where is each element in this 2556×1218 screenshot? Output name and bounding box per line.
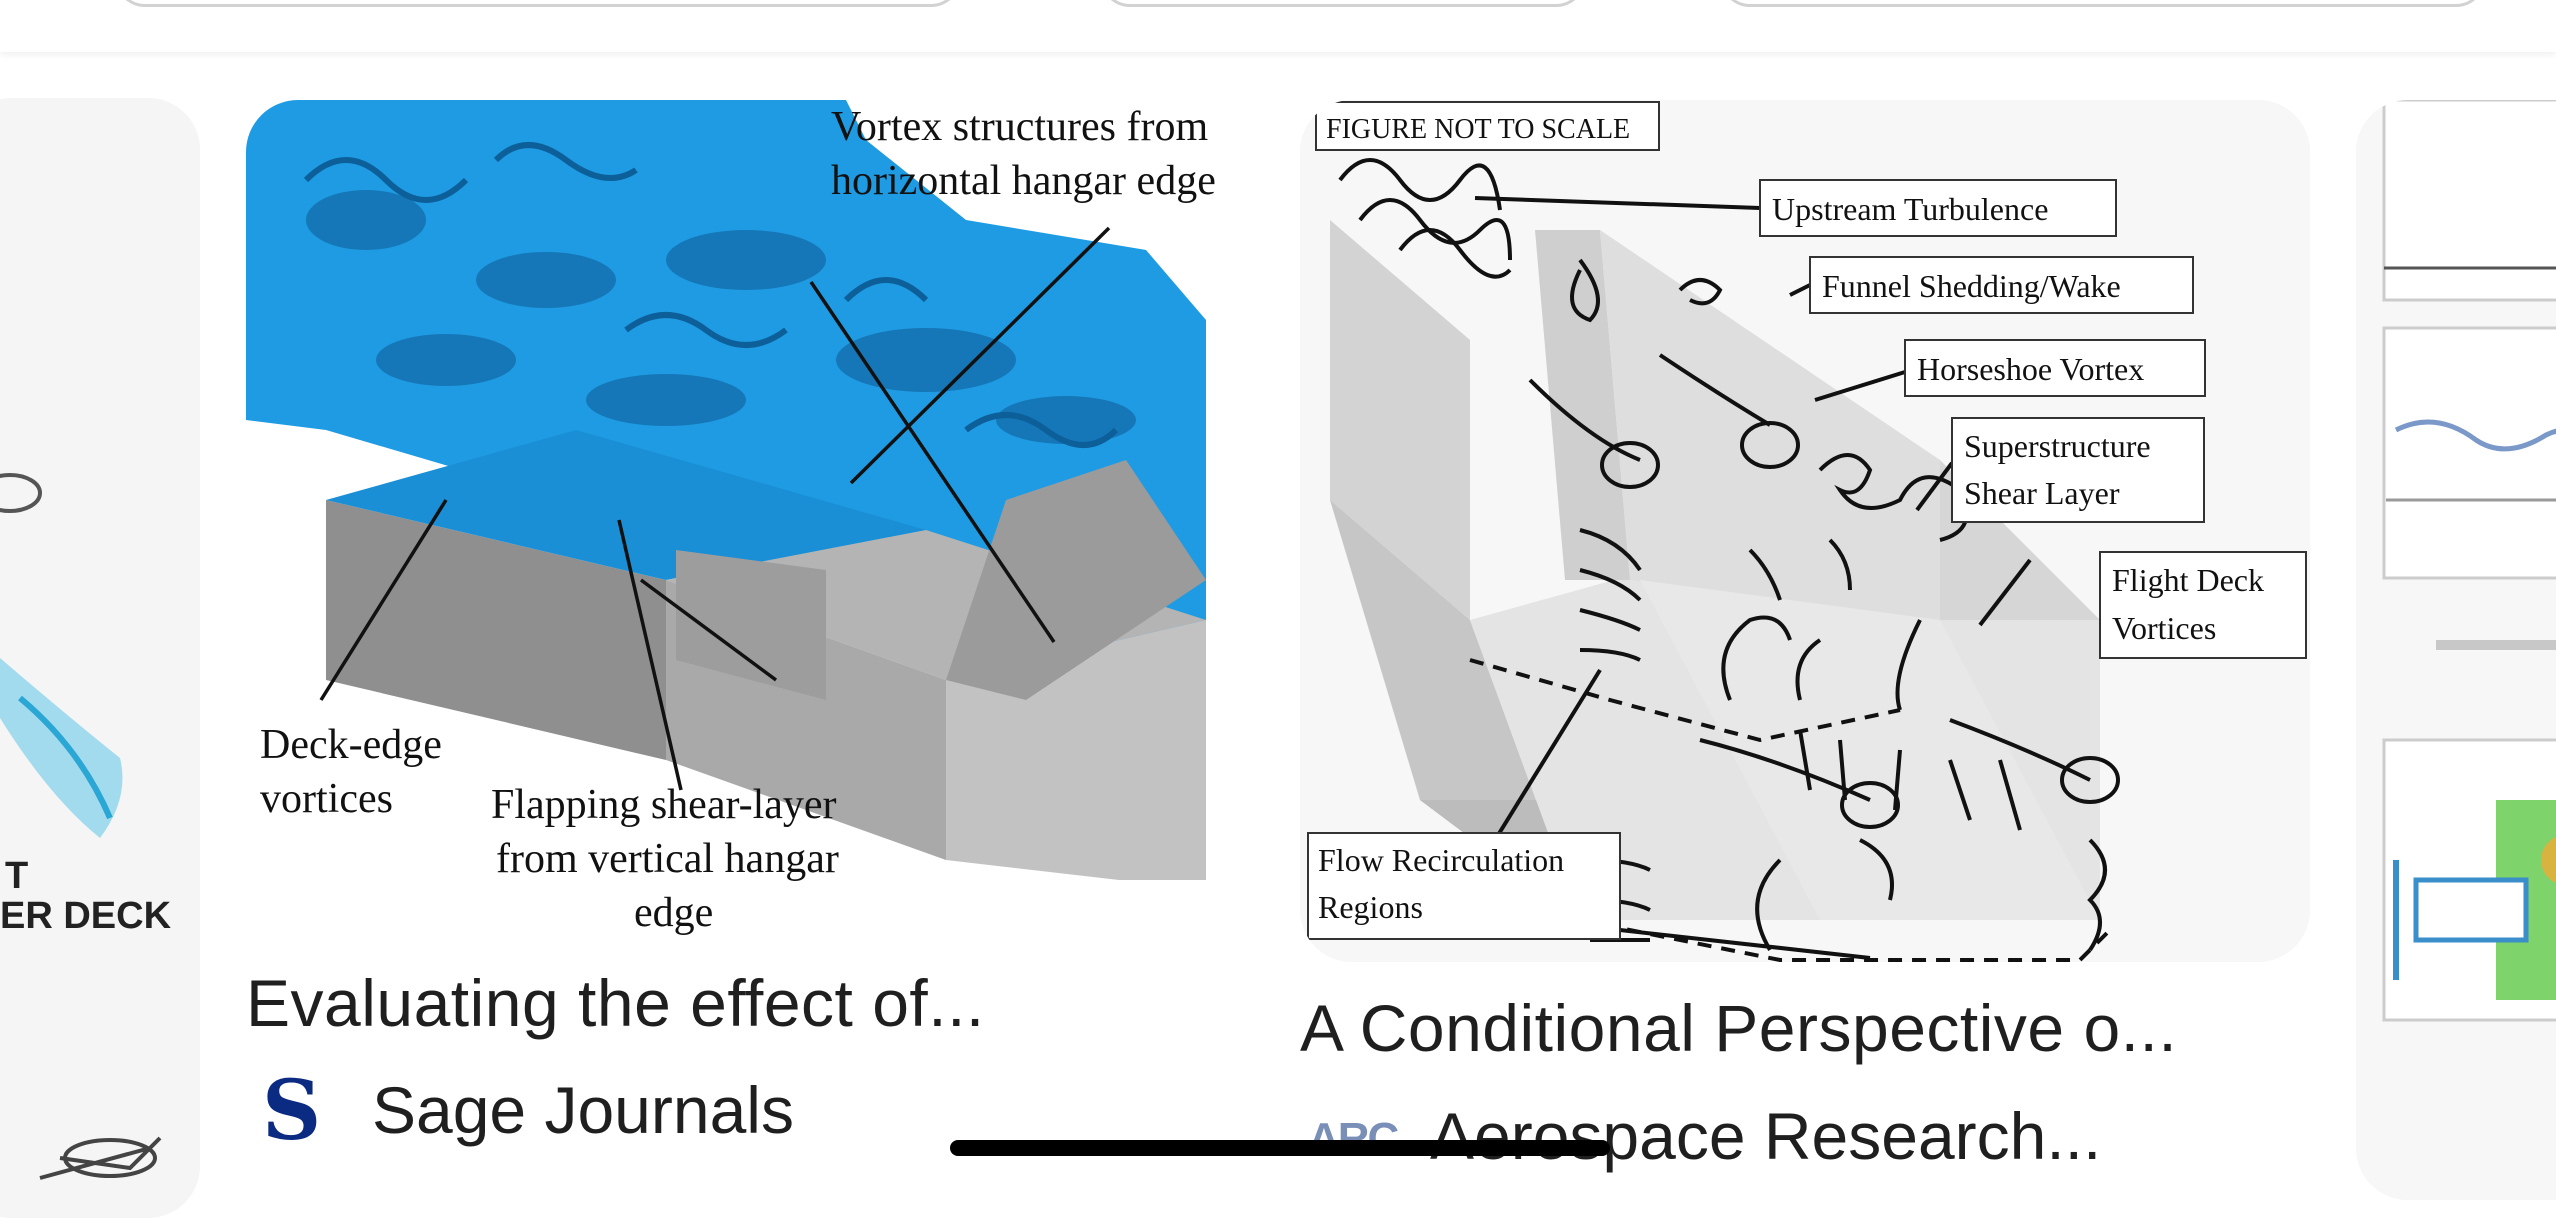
figure-label: Vortex structures from — [831, 104, 1208, 150]
filter-chip[interactable] — [115, 0, 961, 7]
figure-label: from vertical hangar — [496, 836, 839, 882]
figure-label: Deck-edge — [260, 722, 442, 768]
result-thumbnail: T ER DECK — [0, 98, 200, 1218]
result-thumbnail — [2356, 100, 2556, 1200]
image-result-card[interactable]: T ER DECK — [0, 98, 200, 1218]
figure-label: FIGURE NOT TO SCALE — [1326, 114, 1630, 145]
image-result-card[interactable] — [2356, 100, 2556, 1200]
figure-label: Regions — [1318, 889, 1423, 925]
result-title[interactable]: Evaluating the effect of... — [246, 966, 985, 1040]
filter-chip[interactable] — [1100, 0, 1586, 7]
filter-chip[interactable] — [1720, 0, 2486, 7]
result-fragment: ER DECK — [0, 895, 172, 937]
arc-logo-icon: ARC — [1308, 1114, 1399, 1163]
figure-label: Horseshoe Vortex — [1917, 351, 2144, 387]
result-source[interactable]: Sage Journals — [372, 1073, 794, 1147]
figure-label: Funnel Shedding/Wake — [1822, 268, 2121, 304]
figure-label: Upstream Turbulence — [1772, 191, 2048, 227]
image-result-card[interactable]: Vortex structures from horizontal hangar… — [246, 100, 1254, 942]
figure-label: Shear Layer — [1964, 475, 2120, 511]
result-fragment: T — [5, 855, 28, 897]
sage-s-icon: S — [262, 1063, 322, 1159]
image-result-card[interactable]: FIGURE NOT TO SCALE Upstream Turbulence … — [1300, 100, 2310, 962]
result-thumbnail: FIGURE NOT TO SCALE Upstream Turbulence … — [1300, 100, 2310, 962]
home-indicator[interactable] — [950, 1140, 1610, 1156]
figure-label: Flow Recirculation — [1318, 842, 1564, 878]
figure-label: vortices — [260, 776, 393, 822]
result-thumbnail: Vortex structures from horizontal hangar… — [246, 100, 1254, 942]
figure-label: horizontal hangar edge — [831, 158, 1216, 204]
figure-label: Flight Deck — [2112, 562, 2264, 598]
figure-label: Flapping shear-layer — [491, 782, 837, 828]
top-bar — [0, 0, 2556, 52]
figure-label: edge — [634, 890, 713, 936]
result-source[interactable]: Aerospace Research... — [1430, 1099, 2102, 1173]
result-title[interactable]: A Conditional Perspective o... — [1300, 991, 2178, 1065]
figure-label: Vortices — [2112, 610, 2216, 646]
figure-label: Superstructure — [1964, 428, 2151, 464]
